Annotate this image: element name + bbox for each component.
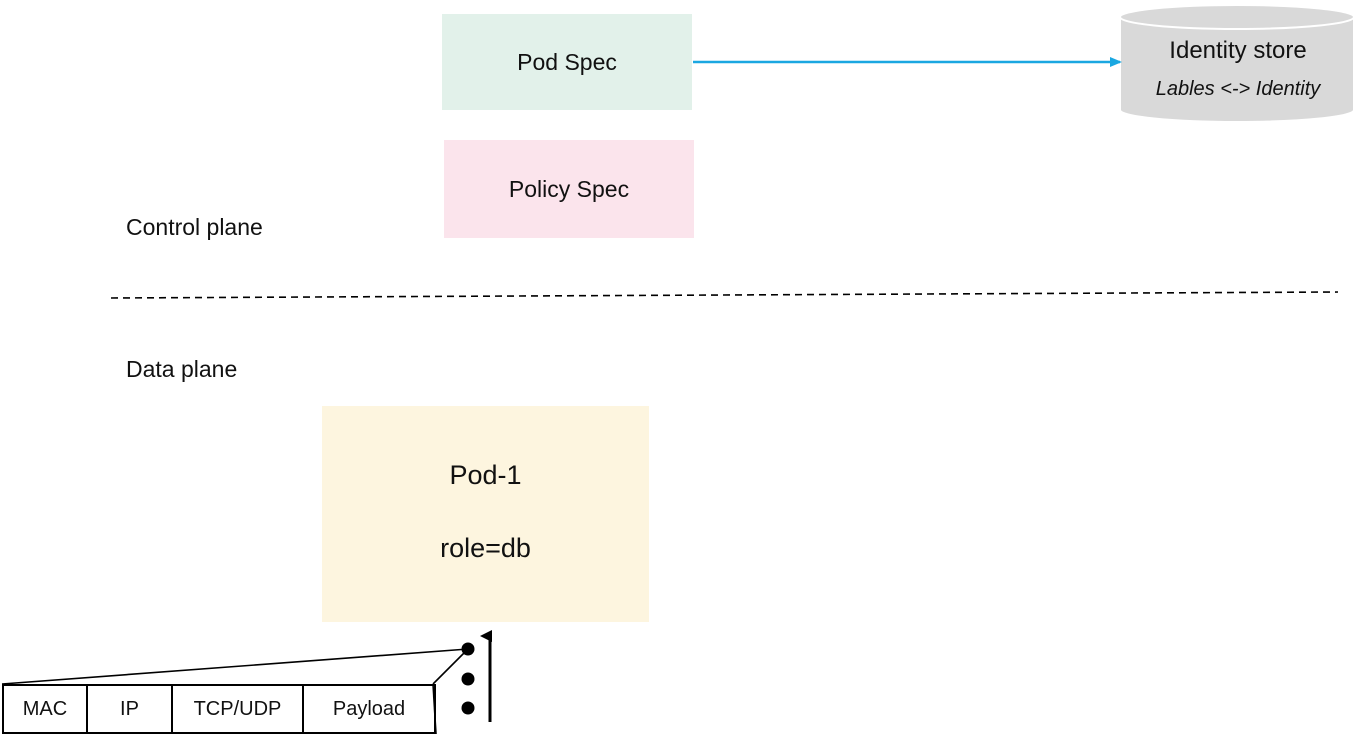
control-plane-label: Control plane bbox=[126, 214, 263, 240]
data-plane-label: Data plane bbox=[126, 356, 238, 382]
packet-field-tcp-udp: TCP/UDP bbox=[173, 686, 304, 732]
packet-field-ip: IP bbox=[88, 686, 173, 732]
packet-zoom-line-bottom bbox=[432, 648, 469, 685]
policy-spec-label: Policy Spec bbox=[508, 175, 630, 202]
packet-dot-1 bbox=[461, 642, 475, 656]
policy-spec-box: Policy Spec bbox=[444, 140, 694, 238]
packet-header: MAC IP TCP/UDP Payload bbox=[2, 684, 436, 734]
pod-role-label: role=db bbox=[440, 533, 531, 563]
identity-store-title: Identity store bbox=[1169, 37, 1307, 64]
packet-field-payload: Payload bbox=[332, 697, 406, 720]
identity-store-subtitle: Lables <-> Identity bbox=[1155, 78, 1321, 100]
pod-spec-box: Pod Spec bbox=[442, 14, 692, 110]
pod-1-box: Pod-1 role=db bbox=[322, 406, 649, 622]
packet-dot-3 bbox=[461, 701, 475, 715]
identity-store-cylinder bbox=[1119, 4, 1355, 123]
packet-zoom-line-top bbox=[1, 648, 469, 685]
packet-dot-2 bbox=[461, 672, 475, 686]
pod-spec-label: Pod Spec bbox=[517, 48, 617, 75]
packet-field-mac: MAC bbox=[4, 686, 88, 732]
pod-name: Pod-1 bbox=[449, 460, 522, 490]
plane-separator bbox=[110, 291, 1339, 299]
